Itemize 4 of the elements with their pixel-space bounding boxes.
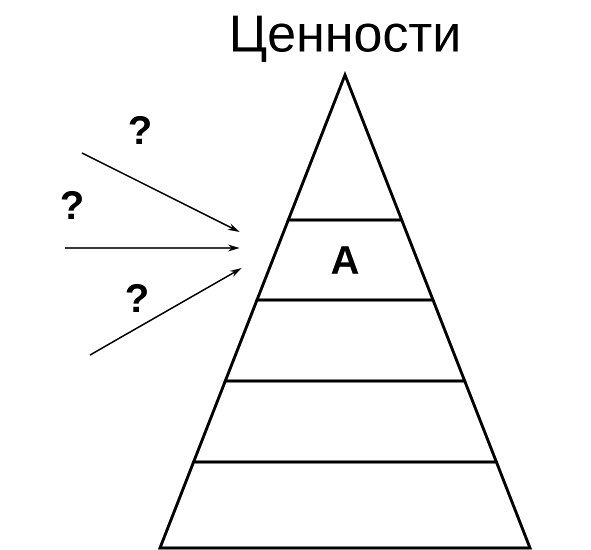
edge-label: ? — [130, 116, 150, 144]
edge-label: ? — [126, 284, 147, 312]
title: Ценности — [232, 16, 458, 62]
edge-label: ? — [62, 191, 82, 219]
